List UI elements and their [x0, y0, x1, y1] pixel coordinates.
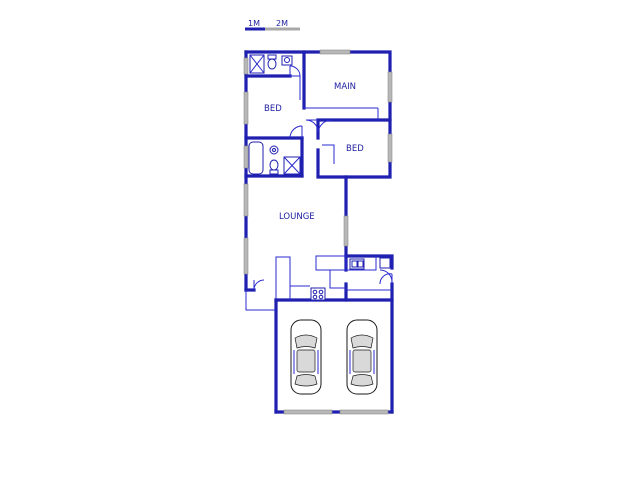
window	[343, 215, 349, 247]
room-label-lounge: LOUNGE	[279, 212, 315, 222]
window	[387, 133, 393, 163]
window	[243, 91, 249, 125]
toilet-icon	[267, 54, 277, 70]
shower-icon	[249, 54, 265, 74]
window	[339, 409, 389, 415]
window	[243, 183, 249, 217]
scale-bar: 1M 2M	[245, 19, 300, 31]
car-icon	[290, 319, 322, 395]
window	[243, 145, 249, 169]
shower-icon	[283, 156, 301, 175]
window	[283, 409, 333, 415]
basin-icon	[281, 55, 293, 66]
window	[243, 237, 249, 275]
windows	[243, 49, 393, 415]
bath-icon	[248, 141, 264, 175]
scale-label-2m: 2M	[276, 19, 288, 28]
window	[387, 71, 393, 103]
room-label-bed-right: BED	[346, 144, 364, 154]
door-swing	[289, 65, 301, 77]
basin-icon	[269, 145, 279, 155]
stove-icon	[310, 287, 326, 301]
toilet-icon	[269, 159, 279, 175]
window	[243, 57, 249, 75]
fixtures	[248, 54, 391, 301]
door-swing	[379, 269, 393, 283]
interior-lines	[245, 75, 392, 311]
sink-icon	[349, 258, 365, 270]
window	[319, 49, 351, 55]
door-swing	[305, 119, 319, 133]
room-label-bed-top: BED	[264, 104, 282, 114]
door-swing	[317, 119, 333, 133]
walls	[244, 50, 394, 414]
door-swing	[379, 273, 393, 285]
car-icon	[346, 319, 378, 395]
doors	[253, 65, 393, 291]
room-label-main: MAIN	[334, 82, 356, 92]
door-swing	[289, 125, 303, 139]
scale-label-1m: 1M	[248, 19, 260, 28]
fridge-icon	[379, 257, 391, 269]
